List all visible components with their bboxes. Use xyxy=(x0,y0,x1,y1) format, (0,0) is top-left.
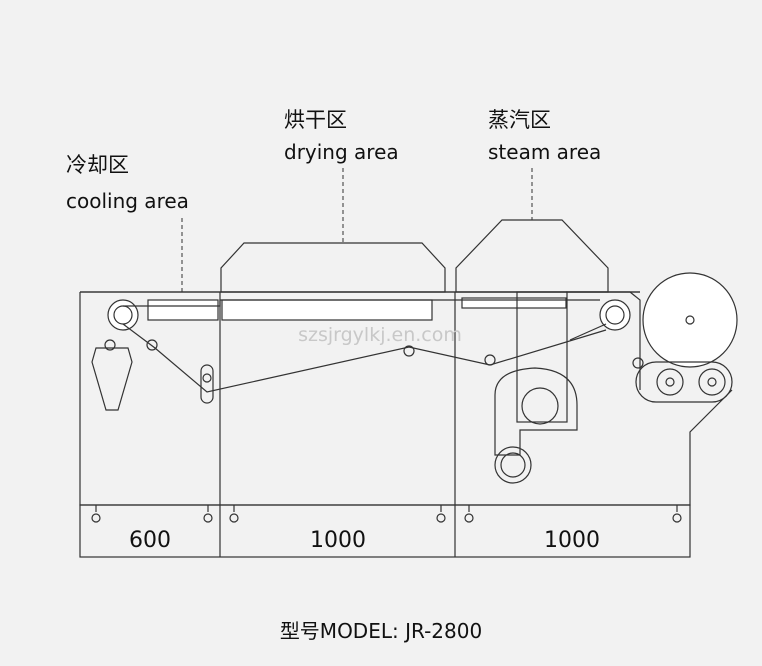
dimension-steam: 1000 xyxy=(544,528,600,553)
dimension-cooling: 600 xyxy=(129,528,171,553)
winding-roller-1 xyxy=(656,368,684,396)
cooling-roller-housing xyxy=(107,299,139,331)
drying-hood xyxy=(220,242,446,293)
steam-blower xyxy=(494,367,578,456)
web-path-upper xyxy=(123,299,600,307)
lower-roller xyxy=(500,452,526,478)
web-path-lower xyxy=(122,323,607,393)
cooling-label-en: cooling area xyxy=(66,189,189,213)
drying-label-cn: 烘干区 xyxy=(284,108,347,132)
drying-label-en: drying area xyxy=(284,140,399,164)
cooling-box xyxy=(147,299,219,321)
winding-drum xyxy=(642,272,738,368)
watermark: szsjrgylkj.en.com xyxy=(298,324,462,346)
dimension-drying: 1000 xyxy=(310,528,366,553)
cooling-label-cn: 冷却区 xyxy=(66,153,129,177)
tension-slot xyxy=(200,364,214,404)
steam-hood xyxy=(455,219,609,293)
winding-roller-2 xyxy=(698,368,726,396)
base-frame xyxy=(79,504,691,558)
feed-roller xyxy=(605,305,625,325)
steam-label-cn: 蒸汽区 xyxy=(488,108,551,132)
drying-box xyxy=(221,299,433,321)
leveling-feet xyxy=(91,505,682,523)
steam-column xyxy=(516,291,568,423)
steam-box xyxy=(461,297,567,309)
blower-fan xyxy=(521,387,559,425)
guide-roller xyxy=(146,339,158,351)
steam-label-en: steam area xyxy=(488,140,601,164)
cooling-hopper xyxy=(91,347,133,411)
model-caption: 型号MODEL: JR-2800 xyxy=(280,619,482,643)
drying-roller xyxy=(403,345,415,357)
